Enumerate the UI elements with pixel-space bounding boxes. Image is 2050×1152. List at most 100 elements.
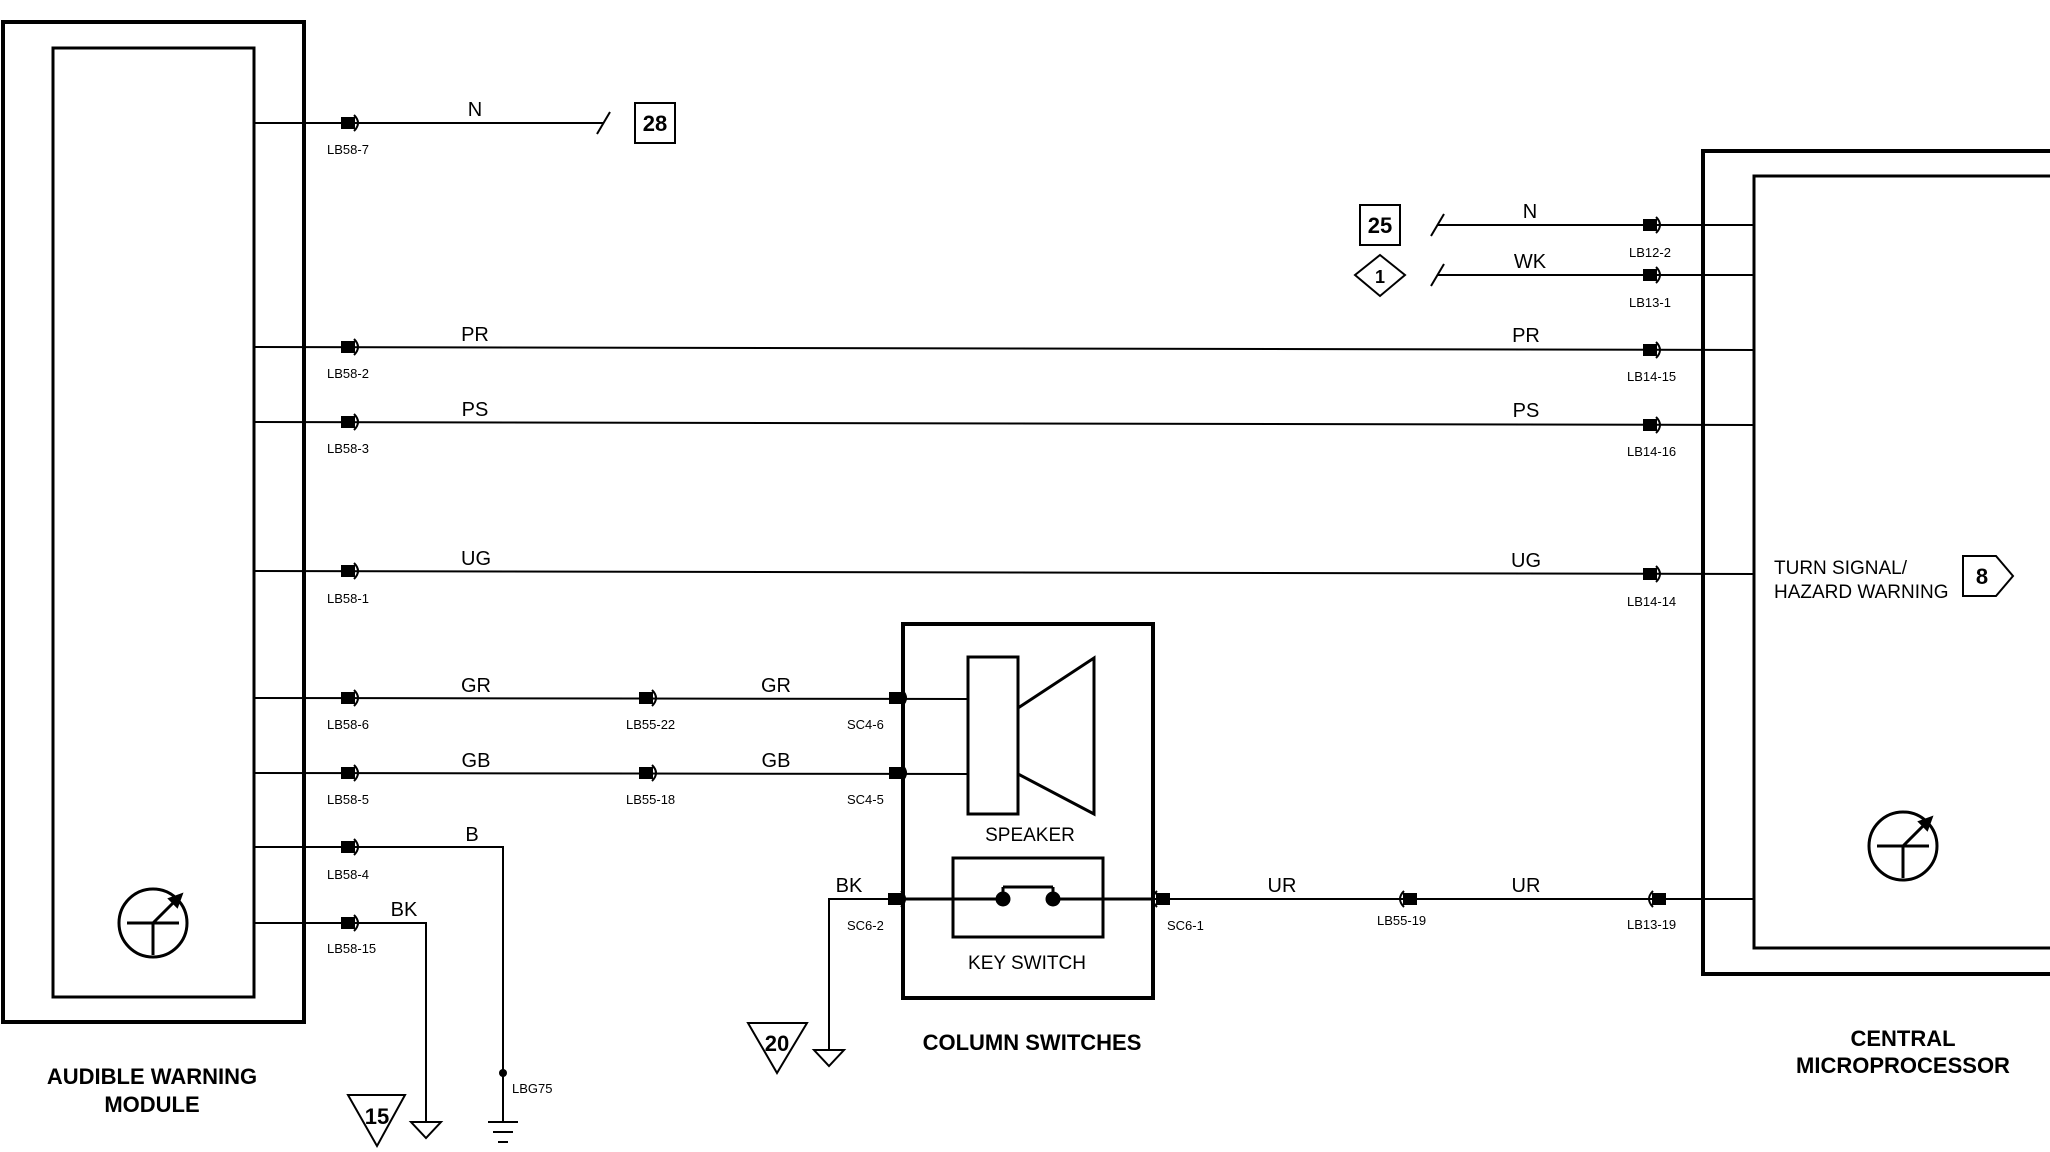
ground-20-icon: [811, 1049, 847, 1068]
column-switches-title: COLUMN SWITCHES: [923, 1030, 1142, 1055]
ref-8-arrow-icon: 8: [1962, 555, 2015, 597]
pin-lb13-1-icon: [1643, 266, 1661, 284]
cm-title-line2: MICROPROCESSOR: [1796, 1053, 2010, 1078]
ground-symbols: [408, 1049, 847, 1143]
wire-gb: [253, 772, 969, 775]
awm-title-line2: MODULE: [104, 1092, 199, 1117]
speaker-label: SPEAKER: [985, 825, 1075, 846]
label-lb58-15: LB58-15: [327, 941, 376, 956]
pin-lb12-2-icon: [1643, 216, 1661, 234]
awm-title-line1: AUDIBLE WARNING: [47, 1064, 257, 1089]
wire-bk-column: [828, 898, 903, 1050]
label-wire-ps-left: PS: [462, 399, 489, 421]
connector-labels: LB58-7 LB58-2 LB58-3 LB58-1 LB58-6 LB58-…: [327, 142, 1676, 1096]
pin-sc6-1-icon: [1152, 890, 1170, 908]
key-switch-icon: [903, 856, 1153, 939]
awm-ground-symbol-icon: [117, 887, 189, 959]
cm-ground-symbol-icon: [1867, 810, 1939, 882]
key-switch-label: KEY SWITCH: [968, 953, 1086, 974]
pin-lb55-19-icon: [1399, 890, 1417, 908]
pin-sc6-2-icon: [888, 890, 906, 908]
column-switches: SPEAKER KEY SWITCH COLUMN SWITCHES: [901, 622, 1155, 1055]
central-microprocessor: TURN SIGNAL/ HAZARD WARNING 8 CENTRAL MI…: [1701, 149, 2050, 1078]
pin-lb58-5-icon: [341, 764, 359, 782]
label-wire-gr-mid: GR: [761, 675, 791, 697]
pin-lb58-3-icon: [341, 413, 359, 431]
awm-outer-box: [1, 20, 306, 1024]
cm-outer-box: [1701, 149, 2050, 976]
label-wire-ug-right: UG: [1511, 550, 1541, 572]
label-lb55-19: LB55-19: [1377, 913, 1426, 928]
label-lb13-19: LB13-19: [1627, 917, 1676, 932]
awm-inner-box: [51, 46, 256, 999]
wire-ps: [253, 421, 1755, 426]
label-wire-ps-right: PS: [1513, 400, 1540, 422]
ref-28: 28: [634, 102, 676, 144]
label-wire-pr-left: PR: [461, 324, 489, 346]
ref-15-label: 15: [365, 1104, 389, 1129]
pin-lb55-18-icon: [639, 764, 657, 782]
label-lbg75: LBG75: [512, 1081, 552, 1096]
connector-pins: [341, 114, 1666, 932]
ref-1-label: 1: [1375, 267, 1385, 287]
label-wire-gr-left: GR: [461, 675, 491, 697]
pin-lb58-2-icon: [341, 338, 359, 356]
wire-ug: [253, 570, 1755, 575]
label-wire-pr-right: PR: [1512, 325, 1540, 347]
pin-lb13-19-icon: [1648, 890, 1666, 908]
label-lb55-18: LB55-18: [626, 792, 675, 807]
ref-28-label: 28: [643, 111, 667, 136]
label-lb58-1: LB58-1: [327, 591, 369, 606]
label-lb14-16: LB14-16: [1627, 444, 1676, 459]
label-lb12-2: LB12-2: [1629, 245, 1671, 260]
label-sc4-6: SC4-6: [847, 717, 884, 732]
label-lb58-6: LB58-6: [327, 717, 369, 732]
cm-inner-box: [1752, 174, 2050, 950]
ref-25: 25: [1359, 204, 1401, 246]
ref-8-label: 8: [1976, 564, 1988, 589]
cm-turn-signal-label: TURN SIGNAL/: [1774, 558, 1908, 579]
label-wire-n-top: N: [468, 99, 482, 121]
label-wire-b: B: [465, 824, 478, 846]
label-wire-bk-left: BK: [391, 899, 418, 921]
pin-lb58-7-icon: [341, 114, 359, 132]
label-sc6-2: SC6-2: [847, 918, 884, 933]
pin-lb14-14-icon: [1643, 565, 1661, 583]
pin-lb58-1-icon: [341, 562, 359, 580]
pin-sc4-6-icon: [889, 689, 907, 707]
wire-b: [254, 846, 504, 1073]
wire-pr: [253, 346, 1755, 351]
ref-1-diamond-icon: 1: [1353, 253, 1407, 298]
label-wire-ur-left: UR: [1268, 875, 1297, 897]
label-lb58-3: LB58-3: [327, 441, 369, 456]
wires: [253, 111, 1755, 1122]
pin-sc4-5-icon: [889, 764, 907, 782]
label-lb58-7: LB58-7: [327, 142, 369, 157]
wire-gr: [253, 697, 969, 700]
label-lb58-2: LB58-2: [327, 366, 369, 381]
label-wire-wk: WK: [1514, 251, 1547, 273]
label-wire-ur-right: UR: [1512, 875, 1541, 897]
label-wire-gb-left: GB: [462, 750, 491, 772]
column-switches-box: [901, 622, 1155, 1000]
label-sc6-1: SC6-1: [1167, 918, 1204, 933]
label-lb58-5: LB58-5: [327, 792, 369, 807]
pin-lb58-4-icon: [341, 838, 359, 856]
ground-lbg75-icon: [488, 1073, 518, 1143]
label-wire-ug-left: UG: [461, 548, 491, 570]
ref-25-label: 25: [1368, 213, 1392, 238]
label-lb14-14: LB14-14: [1627, 594, 1676, 609]
wire-labels: N N WK PR PR PS PS UG UG GR GR GB GB B B…: [391, 99, 1547, 921]
label-wire-gb-mid: GB: [762, 750, 791, 772]
pin-lb14-16-icon: [1643, 416, 1661, 434]
speaker-icon: [966, 655, 1096, 817]
label-lb58-4: LB58-4: [327, 867, 369, 882]
label-wire-n-right: N: [1523, 201, 1537, 223]
wire-break-1-icon: [1430, 263, 1445, 287]
pin-lb58-15-icon: [341, 914, 359, 932]
pin-lb14-15-icon: [1643, 341, 1661, 359]
cm-title-line1: CENTRAL: [1850, 1026, 1955, 1051]
cm-hazard-warning-label: HAZARD WARNING: [1774, 582, 1949, 603]
ground-15-icon: [408, 1121, 444, 1140]
